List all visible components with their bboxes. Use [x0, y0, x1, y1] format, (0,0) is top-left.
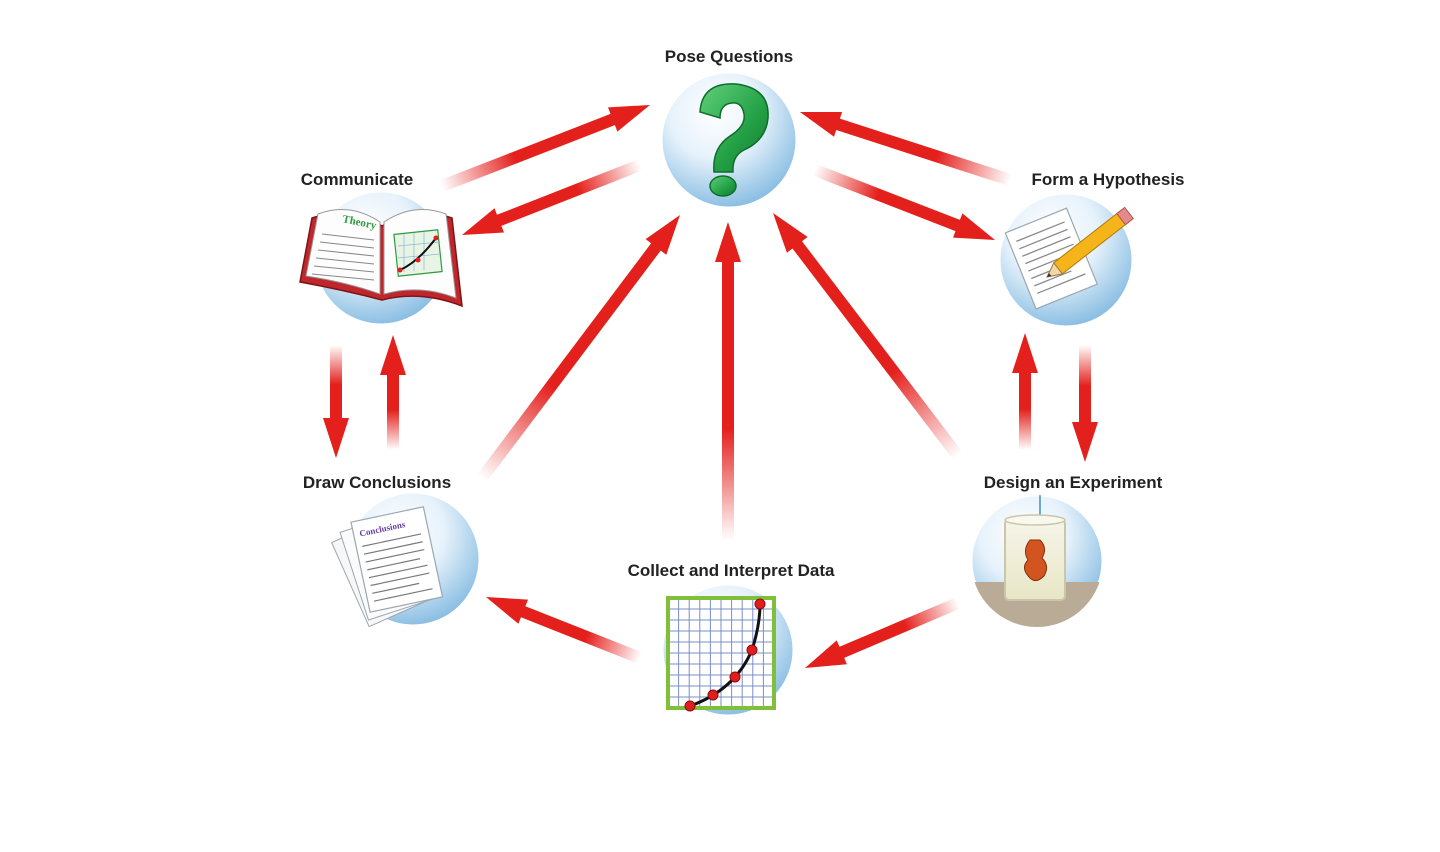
arrow-data-to-conclusions [486, 597, 643, 664]
arrow-layer [323, 105, 1098, 668]
node-label-communicate: Communicate [301, 170, 413, 189]
arrow-pose-to-hypothesis [812, 164, 995, 240]
arrow-conclusions-to-communicate [323, 345, 349, 458]
node-collect-data: Collect and Interpret Data [628, 561, 835, 718]
node-label-collect-data: Collect and Interpret Data [628, 561, 835, 580]
arrow-hypothesis-to-experiment [1072, 345, 1098, 462]
node-pose-questions: Pose Questions [659, 47, 799, 210]
arrow-experiment-to-hypothesis [1012, 333, 1038, 450]
arrow-data-to-pose [715, 222, 741, 540]
arrow-experiment-to-data [805, 597, 961, 668]
arrow-communicate-to-conclusions [380, 335, 406, 450]
node-label-form-hypothesis: Form a Hypothesis [1031, 170, 1184, 189]
node-label-pose-questions: Pose Questions [665, 47, 793, 66]
documents-icon: Conclusions [331, 506, 444, 628]
node-form-hypothesis: Form a Hypothesis [997, 170, 1185, 329]
paper-pencil-icon [1004, 206, 1134, 310]
arrow-experiment-to-pose [773, 213, 963, 460]
node-draw-conclusions: Draw Conclusions Conclusions [303, 473, 482, 628]
arrow-communicate-to-pose [439, 105, 650, 192]
node-label-design-experiment: Design an Experiment [984, 473, 1163, 492]
node-design-experiment: Design an Experiment [969, 473, 1163, 629]
graph-icon [666, 596, 776, 712]
arrow-hypothesis-to-pose [800, 112, 1012, 186]
node-communicate: Communicate Theory [299, 170, 463, 327]
node-label-draw-conclusions: Draw Conclusions [303, 473, 451, 492]
question-mark-icon [699, 83, 769, 197]
arrow-pose-to-communicate [462, 159, 643, 235]
book-icon: Theory [299, 209, 463, 308]
arrow-conclusions-to-pose [477, 215, 680, 482]
